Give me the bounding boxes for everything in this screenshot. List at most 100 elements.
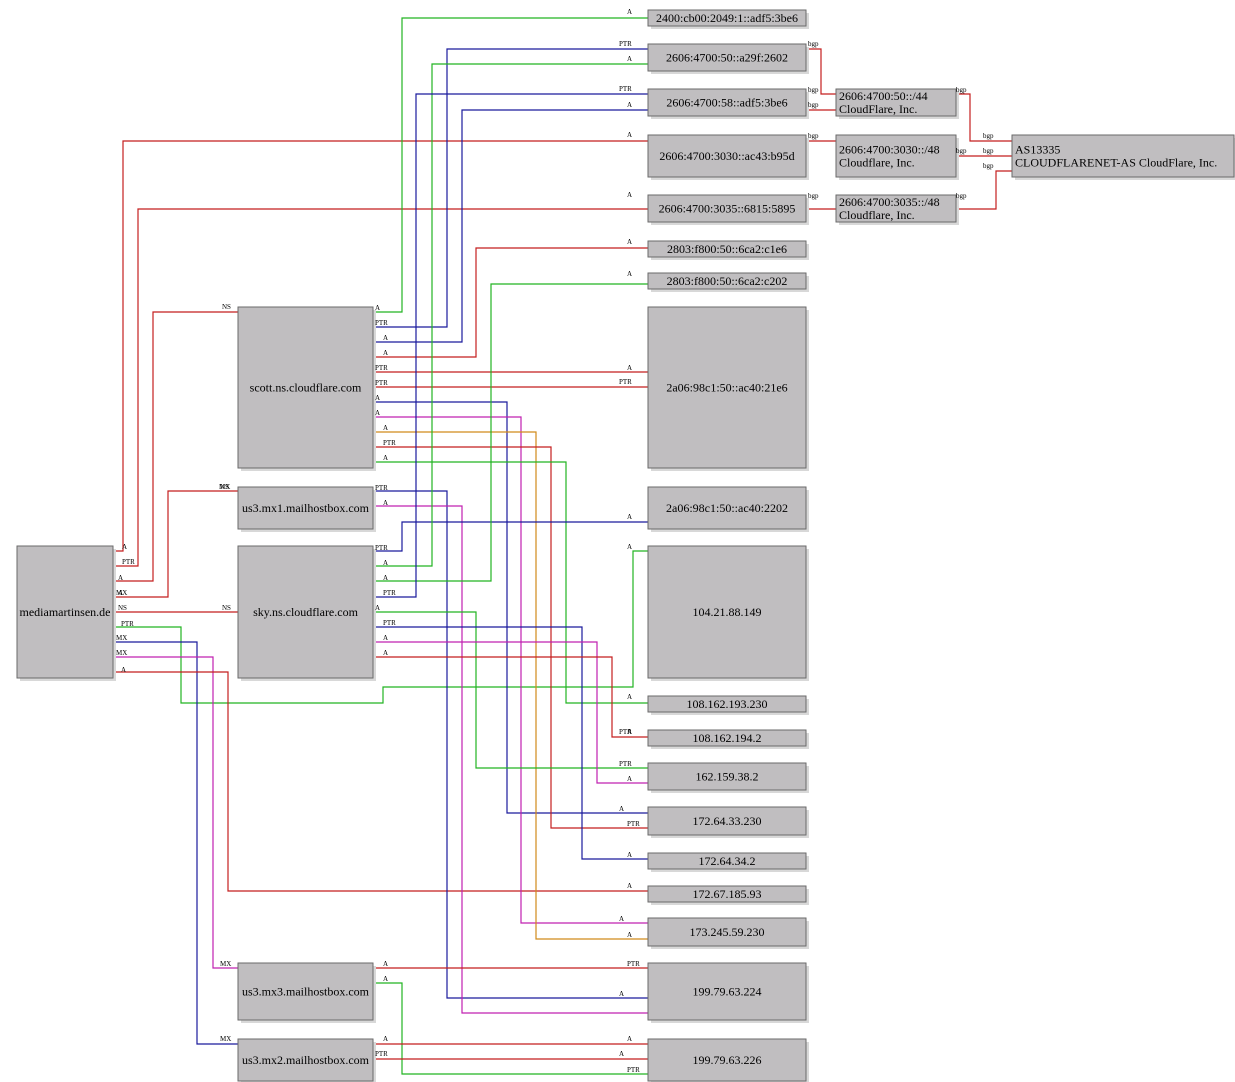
node-label-line: 108.162.194.2 bbox=[693, 731, 762, 745]
edge-line bbox=[113, 671, 648, 892]
edge-label: bgp bbox=[808, 86, 819, 94]
edge-label: A bbox=[383, 559, 388, 567]
edge-line bbox=[373, 626, 648, 860]
edge-line bbox=[373, 982, 648, 1075]
node-label-line: 2606:4700:3035::/48 bbox=[839, 195, 940, 209]
node-2400-cb00-2049-1-adf5-3be6: 2400:cb00:2049:1::adf5:3be6 bbox=[647, 9, 809, 29]
edge-label: A bbox=[383, 960, 388, 968]
node-box bbox=[647, 486, 807, 530]
node-199-79-63-224: 199.79.63.224 bbox=[647, 962, 809, 1023]
node-label-line: scott.ns.cloudflare.com bbox=[250, 381, 362, 395]
edge-label: A bbox=[619, 915, 624, 923]
node-172-67-185-93: 172.67.185.93 bbox=[647, 885, 809, 905]
edge-label: A bbox=[627, 513, 632, 521]
edge-label: A bbox=[383, 574, 388, 582]
edge-label: PTR bbox=[627, 960, 640, 968]
edge-label: A bbox=[627, 693, 632, 701]
edge-label: PTR bbox=[375, 319, 388, 327]
node-2a06-98c1-50-ac40-21e6: 2a06:98c1:50::ac40:21e6 bbox=[647, 306, 809, 471]
edge-label: A bbox=[375, 409, 380, 417]
node-us3-mx2-mailhostbox-com: us3.mx2.mailhostbox.com bbox=[237, 1038, 376, 1082]
node-box bbox=[835, 88, 957, 117]
node-label-line: 2606:4700:50::a29f:2602 bbox=[666, 51, 788, 65]
node-2606-4700-58-adf5-3be6: 2606:4700:58::adf5:3be6 bbox=[647, 88, 809, 119]
edge-label: NS bbox=[222, 604, 231, 612]
node-104-21-88-149: 104.21.88.149 bbox=[647, 545, 809, 681]
node-label-line: mediamartinsen.de bbox=[20, 605, 111, 619]
edge-line bbox=[956, 93, 1012, 142]
node-172-64-34-2: 172.64.34.2 bbox=[647, 852, 809, 872]
node-label-line: 172.64.34.2 bbox=[699, 854, 756, 868]
node-box bbox=[835, 194, 957, 223]
node-box bbox=[647, 806, 807, 836]
node-box bbox=[647, 1038, 807, 1082]
edge-label: A bbox=[627, 931, 632, 939]
edge-label: MX bbox=[116, 634, 127, 642]
node-box bbox=[647, 852, 807, 870]
edge-line bbox=[373, 656, 648, 738]
node-label-line: us3.mx3.mailhostbox.com bbox=[242, 985, 370, 999]
edge-label: A bbox=[627, 238, 632, 246]
node-label-line: 2606:4700:58::adf5:3be6 bbox=[666, 96, 787, 110]
node-label-line: 172.67.185.93 bbox=[693, 887, 762, 901]
edge-line bbox=[113, 311, 238, 582]
node-label-line: us3.mx1.mailhostbox.com bbox=[242, 501, 370, 515]
node-2606-4700-50-a29f-2602: 2606:4700:50::a29f:2602 bbox=[647, 43, 809, 74]
node-label-line: 2803:f800:50::6ca2:c202 bbox=[667, 274, 788, 288]
node-label-line: Cloudflare, Inc. bbox=[839, 156, 915, 170]
edge-label: A bbox=[627, 775, 632, 783]
edge-label: bgp bbox=[808, 132, 819, 140]
edge-line bbox=[373, 431, 648, 940]
edge-label: PTR bbox=[375, 544, 388, 552]
node-box bbox=[647, 917, 807, 947]
node-us3-mx1-mailhostbox-com: us3.mx1.mailhostbox.com bbox=[237, 486, 376, 532]
edge-label: A bbox=[118, 574, 123, 582]
node-label-line: CloudFlare, Inc. bbox=[839, 102, 917, 116]
edge-label: PTR bbox=[121, 620, 134, 628]
edge-label: A bbox=[619, 1050, 624, 1058]
edge-label: PTR bbox=[627, 820, 640, 828]
node-box bbox=[647, 88, 807, 117]
edge-label: A bbox=[383, 454, 388, 462]
edge-label: PTR bbox=[375, 379, 388, 387]
node-label-line: 104.21.88.149 bbox=[693, 605, 762, 619]
edge-label: A bbox=[627, 1035, 632, 1043]
edge-line bbox=[373, 505, 648, 1014]
edge-line bbox=[373, 17, 648, 313]
node-box bbox=[647, 9, 807, 27]
node-108-162-193-230: 108.162.193.230 bbox=[647, 695, 809, 715]
edge-line bbox=[806, 48, 836, 95]
edge-label: bgp bbox=[983, 147, 994, 155]
node-label-line: 2606:4700:3030::/48 bbox=[839, 143, 940, 157]
edge-label: A bbox=[383, 424, 388, 432]
node-label-line: 2606:4700:50::/44 bbox=[839, 89, 928, 103]
edge-label: PTR bbox=[619, 760, 632, 768]
edge-label: A bbox=[375, 394, 380, 402]
node-label-line: CLOUDFLARENET-AS CloudFlare, Inc. bbox=[1015, 156, 1217, 170]
node-label-line: 2a06:98c1:50::ac40:21e6 bbox=[666, 381, 787, 395]
edge-label: bgp bbox=[808, 101, 819, 109]
edge-label: PTR bbox=[383, 589, 396, 597]
edge-label: MX bbox=[220, 960, 231, 968]
edge-line bbox=[373, 490, 648, 999]
node-label-line: 2a06:98c1:50::ac40:2202 bbox=[666, 501, 788, 515]
node-box bbox=[647, 885, 807, 903]
node-box bbox=[647, 240, 807, 258]
node-label-line: 162.159.38.2 bbox=[696, 770, 759, 784]
node-box bbox=[647, 43, 807, 72]
node-box bbox=[1011, 134, 1235, 178]
node-box bbox=[237, 306, 374, 469]
edge-line bbox=[113, 656, 238, 969]
node-2606-4700-3030-ac43-b95d: 2606:4700:3030::ac43:b95d bbox=[647, 134, 809, 180]
node-162-159-38-2: 162.159.38.2 bbox=[647, 762, 809, 793]
node-label-line: 2606:4700:3030::ac43:b95d bbox=[659, 149, 794, 163]
edge-label: A bbox=[627, 270, 632, 278]
edge-label: bgp bbox=[808, 40, 819, 48]
edge-line bbox=[373, 416, 648, 924]
edge-line bbox=[373, 283, 648, 582]
node-box bbox=[237, 1038, 374, 1082]
edge-label: bgp bbox=[983, 132, 994, 140]
edge-line bbox=[373, 109, 648, 343]
